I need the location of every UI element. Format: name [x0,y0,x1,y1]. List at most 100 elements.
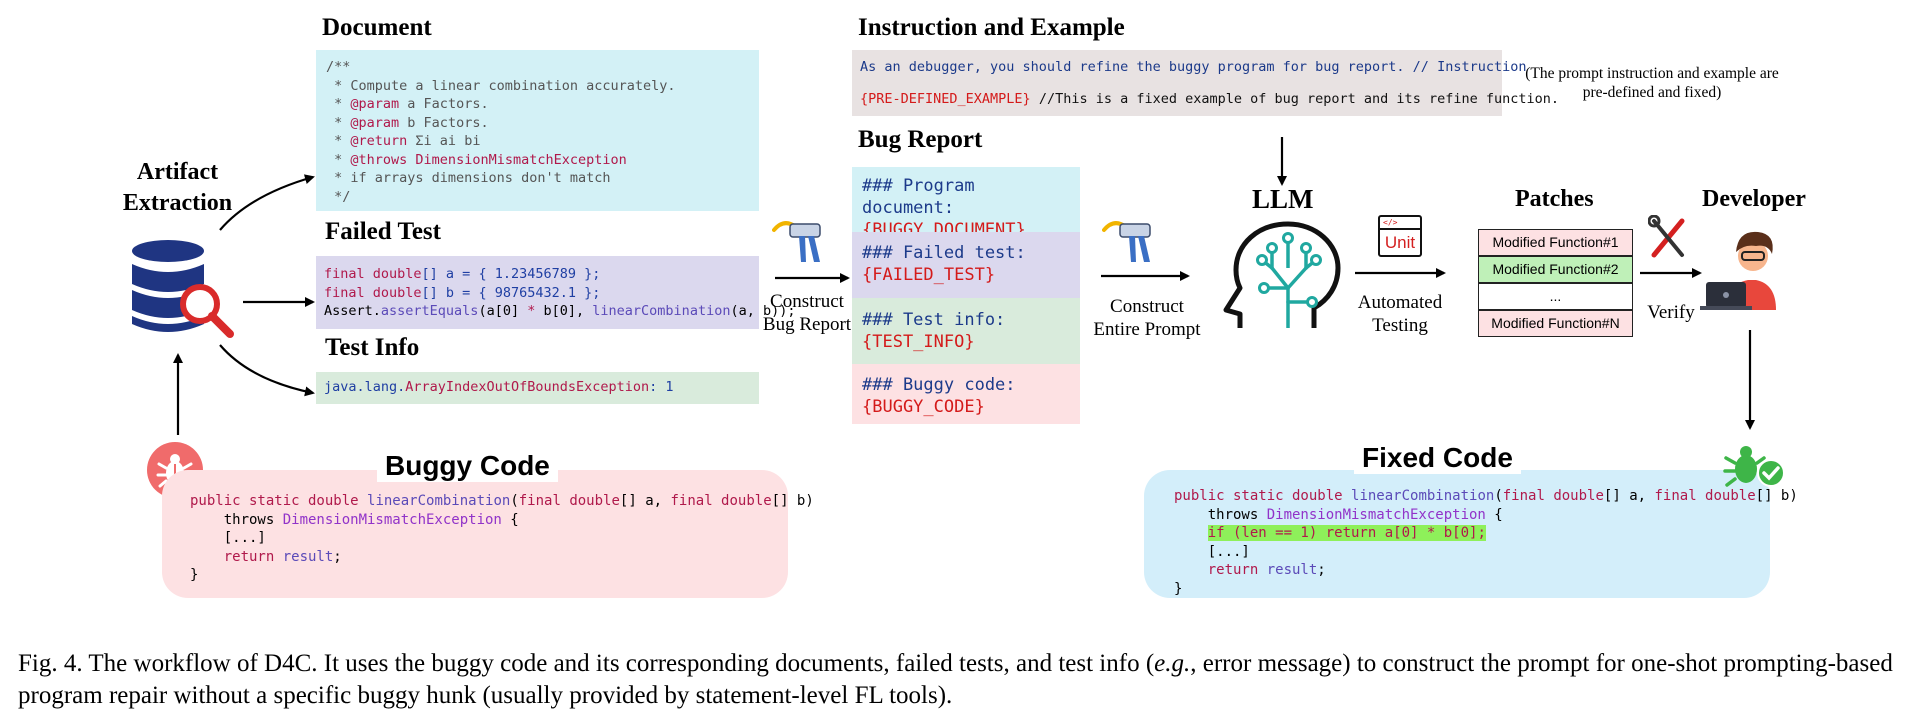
code-token: final double [1502,488,1604,504]
brush-tool-icon [1102,221,1151,262]
code-token: } [190,567,199,583]
fixed-code-title: Fixed Code [1354,442,1521,474]
code-token: ( [510,493,519,509]
code-line: public static double linearCombination(f… [1174,488,1798,507]
instruction-example-rest: //This is a fixed example of bug report … [1030,91,1559,107]
code-token: linearCombination [1351,488,1495,504]
construct-prompt-line2: Entire Prompt [1093,319,1201,340]
test-info-title: Test Info [325,334,420,361]
code-token: assertEquals [380,303,479,319]
fixed-code-box: public static double linearCombination(f… [1144,470,1798,600]
artifact-extraction-line2: Extraction [122,190,233,216]
instruction-note-line1: (The prompt instruction and example are [1525,65,1779,82]
code-line: throws DimensionMismatchException { [1174,507,1740,526]
code-line: return result; [190,548,760,567]
patches-title: Patches [1515,186,1594,212]
code-token: : 1 [649,379,674,395]
code-token: * if arrays dimensions don't match [326,170,611,186]
code-token: ( [1494,488,1503,504]
unit-test-icon-text: Unit [1384,233,1416,252]
patch-item: Modified Function#2 [1478,256,1633,283]
bug-report-heading: ### Buggy code: [862,375,1016,395]
caption-text-1: Fig. 4. The workflow of D4C. It uses the… [18,650,1155,677]
instruction-line1: As an debugger, you should refine the bu… [860,59,1527,75]
patch-item: ... [1478,283,1633,310]
tools-icon [1648,215,1685,258]
bug-report-title: Bug Report [858,126,983,153]
code-token: Σi ai bi [407,133,481,149]
code-token: final double [670,493,772,509]
instruction-line2: {PRE-DEFINED_EXAMPLE} //This is a fixed … [860,90,1559,108]
code-line: return result; [1174,562,1740,581]
code-token: } [1174,580,1183,597]
code-token: { [1485,506,1503,523]
document-box: /** * Compute a linear combination accur… [316,50,759,211]
code-token: (a[0] [478,303,528,319]
automated-testing-line2: Testing [1372,315,1428,336]
database-search-icon [132,240,234,338]
buggy-code-box: public static double linearCombination(f… [162,470,814,598]
code-token: ; [333,548,342,565]
code-token: [] a, [1603,488,1655,504]
failed-test-code: final double[] a = { 1.23456789 };final … [324,265,795,321]
code-token: }; [575,284,601,301]
code-token: @return [350,133,408,149]
code-token: [] a = { [421,266,495,282]
developer-icon [1700,231,1776,310]
code-token: final double [1654,488,1756,504]
code-token: * [326,133,351,149]
code-token: * [326,114,351,131]
code-token: result [282,548,334,565]
code-line: } [1174,581,1740,600]
arrow-to-document [219,174,315,231]
code-token: { [501,511,519,528]
bug-report-section-buggy-code: ### Buggy code: {BUGGY_CODE} [852,364,1080,424]
code-line: if (len == 1) return a[0] * b[0]; [1174,525,1740,544]
code-token: DimensionMismatchException [407,151,627,168]
artifact-extraction-line1: Artifact [136,159,219,185]
code-token: [] b) [1755,488,1798,504]
code-token: ArrayIndexOutOfBoundsException [405,379,650,395]
patch-item: Modified Function#1 [1478,229,1633,256]
bug-report-value: {FAILED_TEST} [862,265,996,285]
test-info-box: java.lang.ArrayIndexOutOfBoundsException… [316,372,759,404]
developer-title: Developer [1702,186,1806,212]
llm-brain-head-icon [1223,221,1341,328]
code-token: [] b) [771,493,814,509]
caption-eg: e.g. [1154,650,1191,677]
verify-label: Verify [1647,302,1695,323]
code-token: ; [1317,562,1326,578]
unit-test-icon: </> Unit [1378,215,1422,257]
code-token: [...] [190,530,266,546]
code-token: return [190,548,283,565]
bug-report-heading: ### Test info: [862,310,1006,330]
code-line: public static double linearCombination(f… [190,492,814,511]
test-info-code: java.lang.ArrayIndexOutOfBoundsException… [324,378,751,397]
construct-prompt-label: Construct Entire Prompt [1082,295,1212,341]
code-token: @throws [350,151,408,168]
code-line: * @param a Factors. [326,95,749,114]
construct-prompt-line1: Construct [1110,296,1184,317]
code-token: 1.23456789 [494,266,576,282]
code-line: final double[] b = { 98765432.1 }; [324,284,751,303]
bug-report-value: {TEST_INFO} [862,332,975,352]
code-token: * [326,151,351,168]
code-token: result [1266,562,1318,578]
bug-report-section-test-info: ### Test info: {TEST_INFO} [852,298,1080,364]
failed-test-box: final double[] a = { 1.23456789 };final … [316,256,795,329]
bug-report-section-document: ### Program document: {BUGGY_DOCUMENT} [852,167,1080,240]
code-token: DimensionMismatchException [282,511,502,528]
instruction-title: Instruction and Example [858,14,1125,41]
fixed-code: public static double linearCombination(f… [1174,488,1798,600]
bug-report-heading: ### Program document: [862,176,975,218]
code-token: public static double [1174,488,1352,504]
automated-testing-line1: Automated [1357,292,1443,313]
automated-testing-label: Automated Testing [1345,291,1455,337]
construct-bug-report-line1: Construct [770,291,844,312]
code-token: if (len == 1) return a[0] * b[0]; [1207,525,1486,541]
code-token: */ [326,188,351,205]
code-token: }; [575,266,601,282]
code-token: a Factors. [399,96,489,112]
brush-tool-icon [772,221,821,262]
